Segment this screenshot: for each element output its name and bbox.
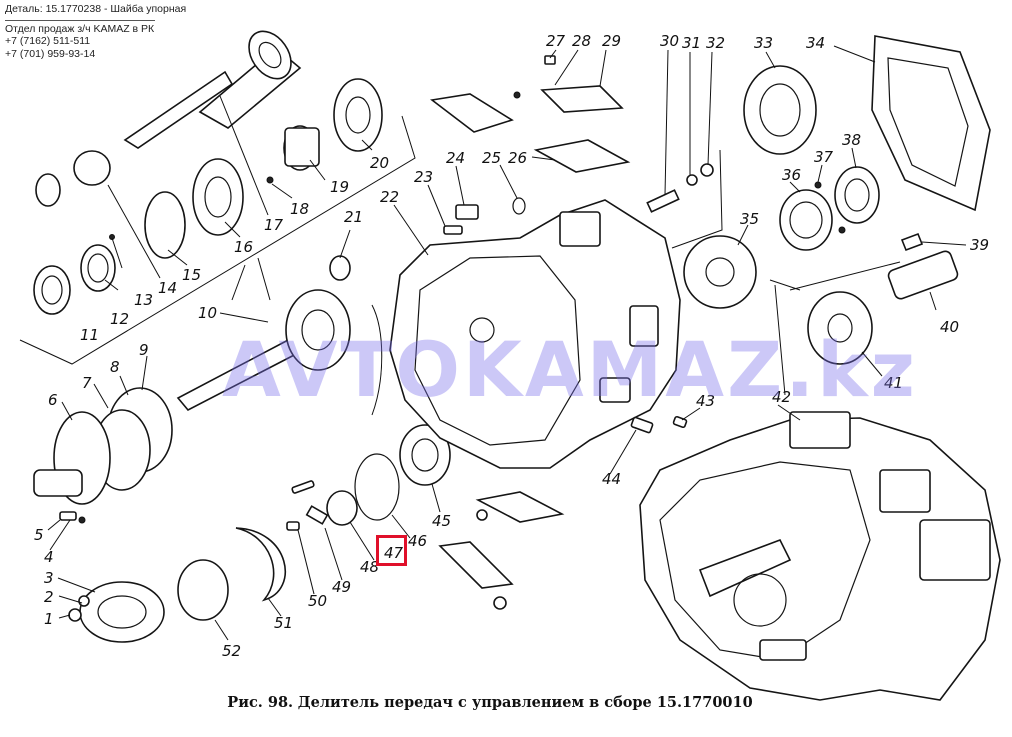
detail-line: Деталь: 15.1770238 - Шайба упорная [5, 3, 187, 15]
label-16: 16 [234, 238, 253, 256]
label-37: 37 [814, 148, 834, 166]
label-34: 34 [806, 34, 825, 52]
label-28: 28 [572, 32, 591, 50]
label-38: 38 [842, 131, 861, 149]
label-24: 24 [446, 149, 465, 167]
label-39: 39 [970, 236, 989, 254]
label-25: 25 [482, 149, 501, 167]
label-43: 43 [696, 392, 715, 410]
label-22: 22 [380, 188, 399, 206]
label-4: 4 [44, 548, 54, 566]
leader-lines [47, 45, 967, 641]
figure-label: Рис. 98. [227, 694, 294, 711]
label-12: 12 [110, 310, 129, 328]
label-30: 30 [660, 32, 679, 50]
label-41: 41 [884, 374, 903, 392]
guide-lines [19, 115, 901, 416]
label-17: 17 [264, 216, 284, 234]
label-23: 23 [414, 168, 433, 186]
label-51: 51 [274, 614, 293, 632]
label-31: 31 [682, 34, 701, 52]
label-10: 10 [198, 304, 217, 322]
label-42: 42 [772, 388, 791, 406]
label-48: 48 [360, 558, 379, 576]
label-9: 9 [139, 341, 149, 359]
label-29: 29 [602, 32, 621, 50]
label-15: 15 [182, 266, 201, 284]
label-13: 13 [134, 291, 153, 309]
phone-2: +7 (701) 959-93-14 [5, 47, 96, 60]
label-1: 1 [44, 610, 54, 628]
header-divider [5, 19, 155, 21]
label-36: 36 [782, 166, 801, 184]
label-40: 40 [940, 318, 959, 336]
label-3: 3 [44, 569, 54, 587]
label-18: 18 [290, 200, 309, 218]
figure-caption: Рис. 98. Делитель передач с управлением … [0, 694, 980, 711]
label-19: 19 [330, 178, 349, 196]
label-2: 2 [44, 588, 54, 606]
label-11: 11 [80, 326, 99, 344]
label-5: 5 [34, 526, 44, 544]
label-21: 21 [344, 208, 363, 226]
label-50: 50 [308, 592, 327, 610]
label-8: 8 [110, 358, 120, 376]
label-47: 47 [384, 544, 404, 562]
label-7: 7 [82, 374, 92, 392]
label-33: 33 [754, 34, 773, 52]
label-35: 35 [740, 210, 759, 228]
label-32: 32 [706, 34, 725, 52]
sales-header: Деталь: 15.1770238 - Шайба упорная Отдел… [5, 3, 205, 60]
label-52: 52 [222, 642, 241, 660]
label-46: 46 [408, 532, 427, 550]
label-6: 6 [48, 391, 58, 409]
label-14: 14 [158, 279, 177, 297]
divider-housing [329, 55, 688, 610]
label-20: 20 [370, 154, 389, 172]
highlight-box-part-47 [376, 535, 407, 566]
label-26: 26 [508, 149, 527, 167]
label-27: 27 [546, 32, 566, 50]
label-49: 49 [332, 578, 351, 596]
label-44: 44 [602, 470, 621, 488]
right-upper-group [646, 35, 991, 365]
label-45: 45 [432, 512, 451, 530]
primary-shaft-group [33, 30, 383, 315]
phone-1: +7 (7162) 511-511 [5, 35, 91, 48]
assembled-view [639, 411, 1001, 701]
figure-title: Делитель передач с управлением в сборе 1… [297, 694, 753, 711]
sales-dept-line: Отдел продаж з/ч KAMAZ в РК [5, 22, 155, 35]
part-labels: 1 2 3 4 5 6 7 8 9 10 11 12 13 14 15 16 1… [34, 32, 989, 660]
input-shaft-group [33, 289, 451, 643]
